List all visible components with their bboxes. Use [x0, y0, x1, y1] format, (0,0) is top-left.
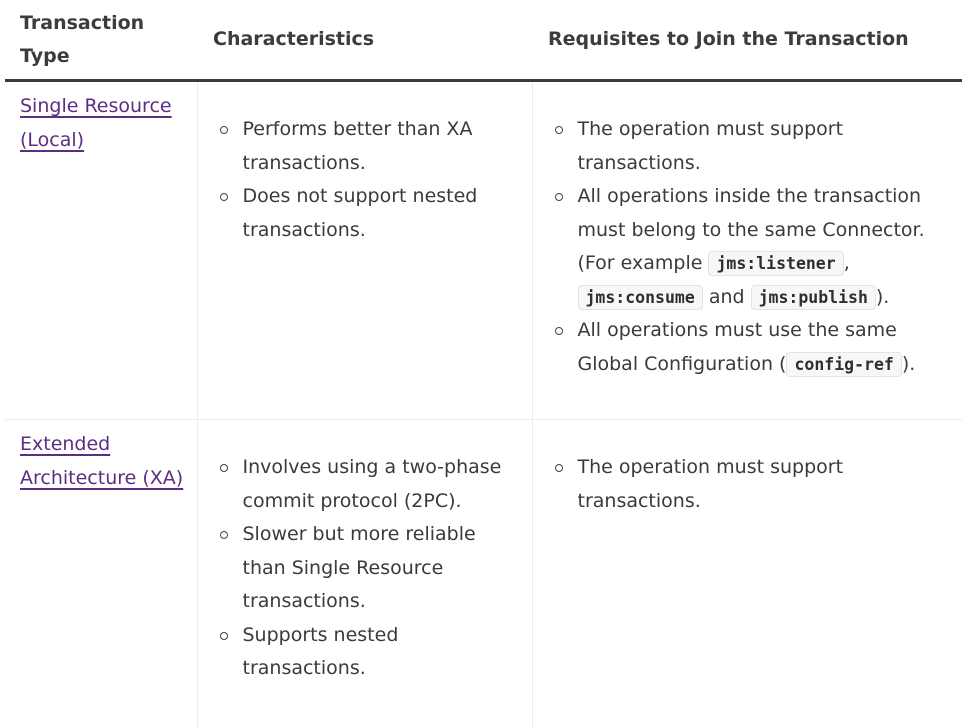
header-transaction-type: Transaction Type: [5, 0, 197, 81]
bullet-circle-icon: [220, 464, 228, 472]
bullet-circle-icon: [555, 126, 563, 134]
list-item-text: Supports nested transactions.: [243, 624, 399, 680]
code-jms-listener: jms:listener: [708, 251, 843, 276]
characteristics-list: Performs better than XA transactions. Do…: [198, 82, 518, 247]
requisites-list: The operation must support transactions.: [533, 420, 948, 518]
list-item: The operation must support transactions.: [578, 451, 948, 518]
list-item: All operations must use the same Global …: [578, 314, 948, 381]
table-row: Single Resource (Local) Performs better …: [5, 81, 962, 420]
bullet-circle-icon: [220, 632, 228, 640]
single-resource-link[interactable]: Single Resource (Local): [20, 90, 190, 157]
type-cell: Single Resource (Local): [5, 81, 197, 420]
bullet-circle-icon: [555, 327, 563, 335]
list-item: Slower but more reliable than Single Res…: [243, 518, 518, 619]
bullet-circle-icon: [220, 126, 228, 134]
characteristics-cell: Involves using a two-phase commit protoc…: [197, 420, 532, 728]
list-item-text: Does not support nested transactions.: [243, 185, 478, 241]
transaction-types-table: Transaction Type Characteristics Requisi…: [5, 0, 962, 728]
requisites-cell: The operation must support transactions.: [532, 420, 962, 728]
list-item-text: and: [703, 286, 751, 308]
list-item-text: The operation must support transactions.: [578, 118, 844, 174]
code-jms-publish: jms:publish: [751, 285, 876, 310]
bullet-circle-icon: [220, 193, 228, 201]
code-jms-consume: jms:consume: [578, 285, 703, 310]
extended-architecture-link[interactable]: Extended Architecture (XA): [20, 428, 190, 495]
bullet-circle-icon: [555, 193, 563, 201]
requisites-cell: The operation must support transactions.…: [532, 81, 962, 420]
list-item-text: ).: [902, 353, 915, 375]
code-config-ref: config-ref: [786, 352, 901, 377]
list-item: Involves using a two-phase commit protoc…: [243, 451, 518, 518]
characteristics-list: Involves using a two-phase commit protoc…: [198, 420, 518, 686]
header-requisites: Requisites to Join the Transaction: [532, 0, 962, 81]
list-item: Performs better than XA transactions.: [243, 113, 518, 180]
requisites-list: The operation must support transactions.…: [533, 82, 948, 381]
list-item-text: ).: [876, 286, 889, 308]
type-cell: Extended Architecture (XA): [5, 420, 197, 728]
list-item-text: Performs better than XA transactions.: [243, 118, 473, 174]
list-item: All operations inside the transaction mu…: [578, 180, 948, 314]
list-item: The operation must support transactions.: [578, 113, 948, 180]
characteristics-cell: Performs better than XA transactions. Do…: [197, 81, 532, 420]
list-item-text: Slower but more reliable than Single Res…: [243, 523, 476, 612]
bullet-circle-icon: [220, 531, 228, 539]
list-item-text: The operation must support transactions.: [578, 456, 844, 512]
list-item: Supports nested transactions.: [243, 619, 518, 686]
list-item: Does not support nested transactions.: [243, 180, 518, 247]
bullet-circle-icon: [555, 464, 563, 472]
list-item-text: ,: [844, 252, 850, 274]
table-header-row: Transaction Type Characteristics Requisi…: [5, 0, 962, 81]
list-item-text: Involves using a two-phase commit protoc…: [243, 456, 502, 512]
table-row: Extended Architecture (XA) Involves usin…: [5, 420, 962, 728]
header-characteristics: Characteristics: [197, 0, 532, 81]
